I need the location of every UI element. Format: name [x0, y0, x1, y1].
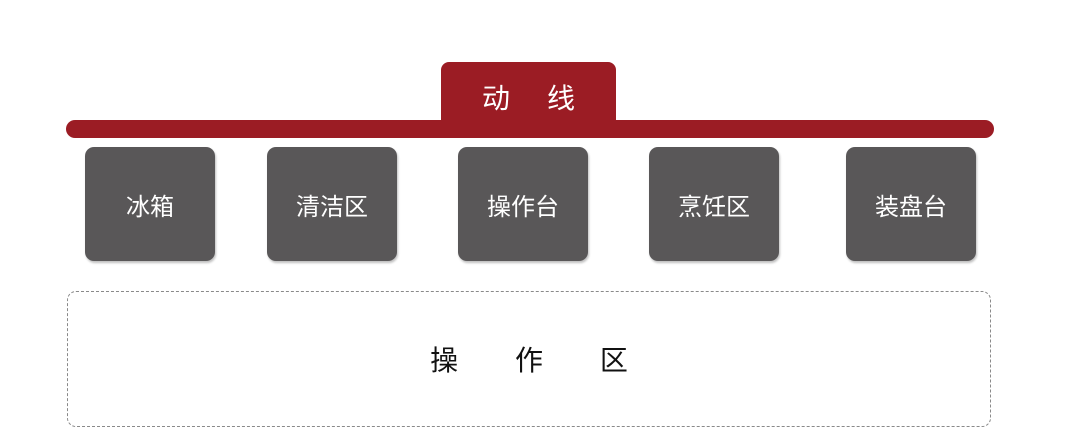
station-label: 冰箱 — [126, 192, 174, 221]
flow-line-label: 动 线 — [482, 82, 589, 115]
station-cleaning-area: 清洁区 — [267, 147, 397, 261]
flow-line-tab: 动 线 — [441, 62, 616, 132]
station-prep-counter: 操作台 — [458, 147, 588, 261]
station-label: 装盘台 — [875, 192, 947, 221]
station-plating-counter: 装盘台 — [846, 147, 976, 261]
station-label: 清洁区 — [296, 192, 368, 221]
work-zone: 操 作 区 — [67, 291, 991, 427]
work-zone-label: 操 作 区 — [430, 344, 652, 377]
station-label: 烹饪区 — [678, 192, 750, 221]
station-cooking-area: 烹饪区 — [649, 147, 779, 261]
station-fridge: 冰箱 — [85, 147, 215, 261]
station-label: 操作台 — [487, 192, 559, 221]
